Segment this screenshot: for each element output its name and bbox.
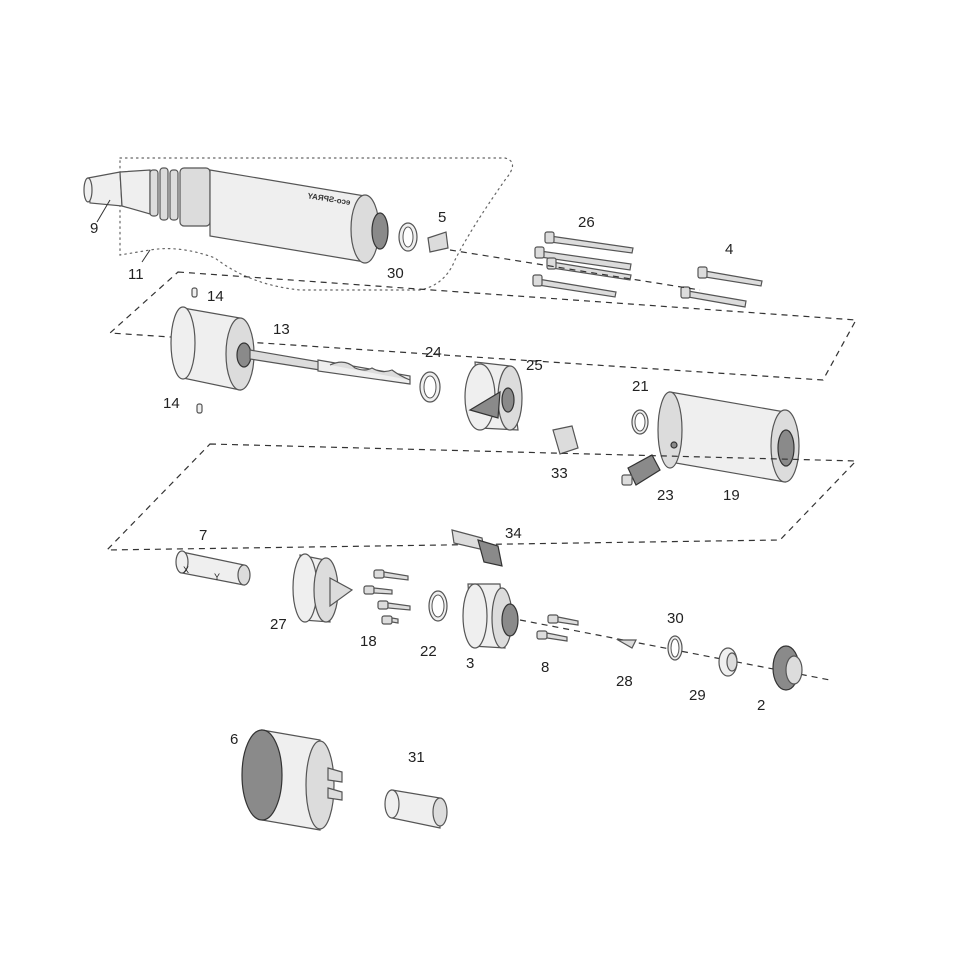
label-3: 3 [466, 655, 474, 672]
part-31-insert [384, 789, 448, 829]
label-30-top: 30 [387, 265, 404, 282]
label-23: 23 [657, 487, 674, 504]
part-6-knurled-housing [241, 729, 343, 831]
part-33-block [552, 425, 579, 455]
part-4-screws [680, 266, 763, 308]
part-3-flange [462, 583, 519, 649]
part-14-pin-bottom [196, 403, 203, 414]
part-30-oring-top [398, 222, 418, 252]
label-19: 19 [723, 487, 740, 504]
part-34-elbow-fitting [451, 529, 503, 567]
part-26-screws [532, 231, 634, 298]
part-11-dispenser-body: eco-SPRAY [119, 167, 389, 264]
assembly-frame-2 [108, 271, 857, 381]
label-13: 13 [273, 321, 290, 338]
label-30-bottom: 30 [667, 610, 684, 627]
label-22: 22 [420, 643, 437, 660]
part-9-cone [83, 171, 123, 207]
leader-9 [96, 199, 111, 223]
label-9: 9 [90, 220, 98, 237]
part-22-oring [428, 590, 448, 622]
part-14-pin-top [191, 287, 198, 298]
label-24: 24 [425, 344, 442, 361]
part-8-screws [536, 614, 579, 642]
dispenser-outline [119, 157, 514, 291]
axis-line-1 [449, 249, 701, 291]
part-27-end-cap [292, 553, 354, 623]
label-14-bottom: 14 [163, 395, 180, 412]
label-2: 2 [757, 697, 765, 714]
part-5-connector [427, 231, 449, 253]
leader-11 [141, 249, 151, 263]
part-19-housing [657, 391, 800, 483]
part-28-nozzle [615, 639, 637, 649]
label-31: 31 [408, 749, 425, 766]
label-8: 8 [541, 659, 549, 676]
part-7-sleeve: X Y [175, 550, 251, 586]
label-34: 34 [505, 525, 522, 542]
label-7: 7 [199, 527, 207, 544]
part-18-screws [363, 569, 411, 625]
label-26: 26 [578, 214, 595, 231]
insert-mark-x: X [183, 565, 189, 575]
assembly-frame-3 [105, 443, 858, 551]
label-25: 25 [526, 357, 543, 374]
label-33: 33 [551, 465, 568, 482]
part-23-fitting [621, 454, 661, 486]
part-2-knurled-nut [772, 645, 803, 691]
label-14-top: 14 [207, 288, 224, 305]
insert-mark-y: Y [214, 572, 220, 582]
part-24-oring [419, 371, 441, 403]
part-30-oring-bottom [667, 635, 683, 661]
label-28: 28 [616, 673, 633, 690]
part-29-cap [718, 647, 738, 677]
label-27: 27 [270, 616, 287, 633]
part-25-stator [464, 361, 523, 431]
label-18: 18 [360, 633, 377, 650]
label-29: 29 [689, 687, 706, 704]
label-21: 21 [632, 378, 649, 395]
label-6: 6 [230, 731, 238, 748]
label-4: 4 [725, 241, 733, 258]
label-11: 11 [128, 266, 144, 283]
part-13-rotor-housing [170, 306, 411, 391]
label-5: 5 [438, 209, 446, 226]
part-21-oring [631, 409, 649, 435]
